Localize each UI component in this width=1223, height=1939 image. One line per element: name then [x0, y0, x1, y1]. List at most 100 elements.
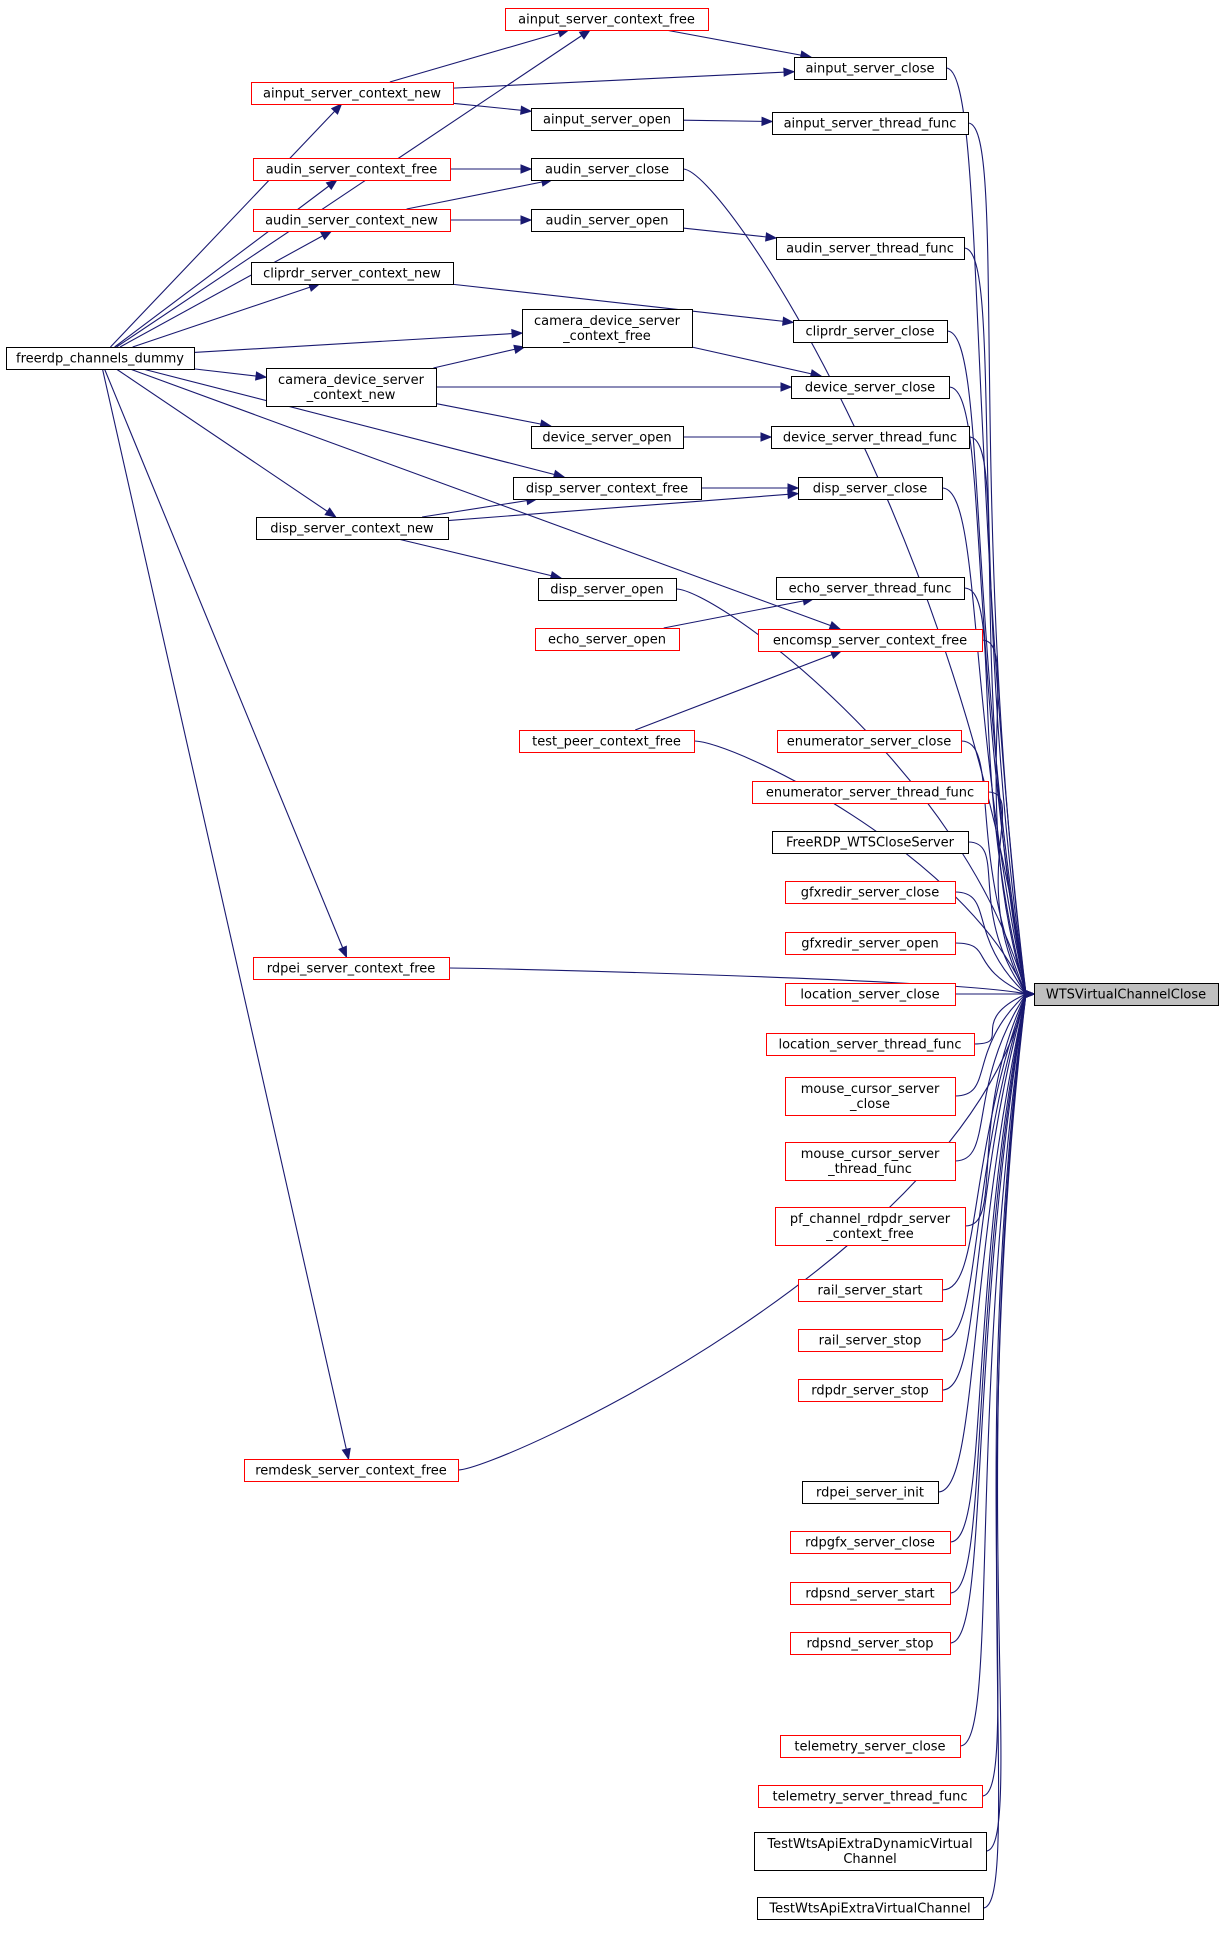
node-camera-ctx-new[interactable]: camera_device_server_context_new — [266, 368, 437, 407]
node-tele-thread[interactable]: telemetry_server_thread_func — [758, 1785, 983, 1808]
node-ainput-open[interactable]: ainput_server_open — [531, 108, 684, 131]
edge-line — [954, 993, 1027, 1097]
node-rdpsnd-start[interactable]: rdpsnd_server_start — [790, 1582, 951, 1605]
edge-line — [963, 247, 1027, 995]
node-audin-open[interactable]: audin_server_open — [531, 209, 684, 232]
node-ainput-ctx-new[interactable]: ainput_server_context_new — [251, 82, 454, 105]
node-label: mouse_cursor_server — [801, 1082, 940, 1097]
call-edge — [406, 177, 554, 210]
node-label: _thread_func — [827, 1162, 912, 1177]
node-label: telemetry_server_thread_func — [773, 1790, 968, 1805]
node-root[interactable]: WTSVirtualChannelClose — [1034, 983, 1219, 1006]
node-enum-thread[interactable]: enumerator_server_thread_func — [752, 781, 989, 804]
edge-line — [389, 29, 569, 83]
node-disp-close[interactable]: disp_server_close — [798, 477, 943, 500]
node-camera-ctx-free[interactable]: camera_device_server_context_free — [522, 309, 693, 348]
node-rdpei-init[interactable]: rdpei_server_init — [802, 1481, 939, 1504]
call-edge — [665, 29, 813, 60]
node-box — [513, 477, 702, 500]
edge-line — [663, 598, 814, 629]
node-remdesk-ctx-free[interactable]: remdesk_server_context_free — [244, 1459, 459, 1482]
edge-line — [129, 368, 841, 630]
node-echo-open[interactable]: echo_server_open — [535, 628, 680, 651]
call-edge — [683, 432, 773, 442]
node-box — [785, 1077, 956, 1116]
node-label: gfxredir_server_close — [801, 886, 939, 901]
node-encomsp-ctx-free[interactable]: encomsp_server_context_free — [758, 629, 983, 652]
node-rdpgfx-close[interactable]: rdpgfx_server_close — [790, 1531, 951, 1554]
edge-line — [448, 967, 1027, 995]
node-label: rdpei_server_init — [816, 1486, 924, 1501]
node-box — [772, 112, 969, 135]
call-edge — [101, 368, 351, 1461]
node-ainput-close[interactable]: ainput_server_close — [794, 57, 947, 80]
node-loc-close[interactable]: location_server_close — [785, 983, 956, 1006]
node-rdpsnd-stop[interactable]: rdpsnd_server_stop — [790, 1632, 951, 1655]
node-rdpdr-stop[interactable]: rdpdr_server_stop — [798, 1379, 943, 1402]
node-label: rdpsnd_server_start — [805, 1587, 934, 1602]
edge-line — [142, 368, 565, 478]
node-rdpei-ctx-free[interactable]: rdpei_server_context_free — [253, 957, 450, 980]
node-box — [785, 983, 956, 1006]
edge-line — [452, 102, 532, 112]
node-box — [531, 426, 684, 449]
call-edge — [955, 989, 1036, 999]
node-gfx-open[interactable]: gfxredir_server_open — [785, 932, 956, 955]
edge-line — [104, 368, 347, 958]
node-cliprdr-close[interactable]: cliprdr_server_close — [793, 320, 948, 343]
edge-line — [457, 993, 1027, 1471]
node-echo-thread[interactable]: echo_server_thread_func — [776, 577, 965, 600]
node-ainput-ctx-free[interactable]: ainput_server_context_free — [505, 8, 709, 31]
node-tele-close[interactable]: telemetry_server_close — [780, 1735, 961, 1758]
node-box — [766, 1033, 975, 1056]
edge-line — [963, 587, 1027, 995]
node-cliprdr-ctx-new[interactable]: cliprdr_server_context_new — [251, 262, 454, 285]
node-dummy[interactable]: freerdp_channels_dummy — [6, 347, 195, 370]
node-enum-close[interactable]: enumerator_server_close — [777, 730, 962, 753]
call-edge — [447, 489, 800, 522]
edge-line — [960, 740, 1027, 995]
node-box — [802, 1481, 939, 1504]
node-label: audin_server_thread_func — [786, 242, 954, 257]
node-label: gfxredir_server_open — [801, 937, 938, 952]
node-freerdp-wts[interactable]: FreeRDP_WTSCloseServer — [772, 831, 969, 854]
node-label: encomsp_server_context_free — [773, 634, 967, 649]
node-test-extra[interactable]: TestWtsApiExtraVirtualChannel — [757, 1897, 984, 1920]
node-rail-start[interactable]: rail_server_start — [798, 1279, 943, 1302]
node-rail-stop[interactable]: rail_server_stop — [798, 1329, 943, 1352]
node-box — [777, 730, 962, 753]
edge-line — [422, 498, 537, 518]
node-label: Channel — [843, 1852, 896, 1867]
node-label: ainput_server_thread_func — [784, 117, 957, 132]
edge-line — [693, 740, 1027, 995]
arrowhead-icon — [782, 316, 795, 326]
node-mouse-thread[interactable]: mouse_cursor_server_thread_func — [785, 1142, 956, 1181]
node-device-close[interactable]: device_server_close — [791, 376, 950, 399]
node-audin-ctx-new[interactable]: audin_server_context_new — [253, 209, 451, 232]
node-label: audin_server_open — [546, 214, 669, 229]
node-label: freerdp_channels_dummy — [16, 352, 184, 367]
node-disp-ctx-free[interactable]: disp_server_context_free — [513, 477, 702, 500]
node-loc-thread[interactable]: location_server_thread_func — [766, 1033, 975, 1056]
node-audin-close[interactable]: audin_server_close — [531, 158, 684, 181]
edge-line — [406, 179, 552, 210]
edge-line — [949, 993, 1027, 1543]
node-audin-ctx-free[interactable]: audin_server_context_free — [253, 158, 451, 181]
node-disp-open[interactable]: disp_server_open — [538, 578, 677, 601]
node-pf-rdpdr[interactable]: pf_channel_rdpdr_server_context_free — [775, 1207, 966, 1246]
nodes-layer: WTSVirtualChannelClose freerdp_channels_d… — [6, 8, 1219, 1920]
node-disp-ctx-new[interactable]: disp_server_context_new — [256, 517, 449, 540]
call-edge — [132, 282, 321, 348]
node-label: camera_device_server — [278, 373, 425, 388]
node-label: cliprdr_server_context_new — [263, 267, 441, 282]
node-ainput-thread[interactable]: ainput_server_thread_func — [772, 112, 969, 135]
node-gfx-close[interactable]: gfxredir_server_close — [785, 881, 956, 904]
node-device-thread[interactable]: device_server_thread_func — [771, 426, 970, 449]
node-audin-thread[interactable]: audin_server_thread_func — [776, 237, 965, 260]
node-mouse-close[interactable]: mouse_cursor_server_close — [785, 1077, 956, 1116]
node-box — [253, 209, 451, 232]
node-label: _context_free — [825, 1227, 914, 1242]
node-test-peer[interactable]: test_peer_context_free — [519, 730, 695, 753]
node-device-open[interactable]: device_server_open — [531, 426, 684, 449]
